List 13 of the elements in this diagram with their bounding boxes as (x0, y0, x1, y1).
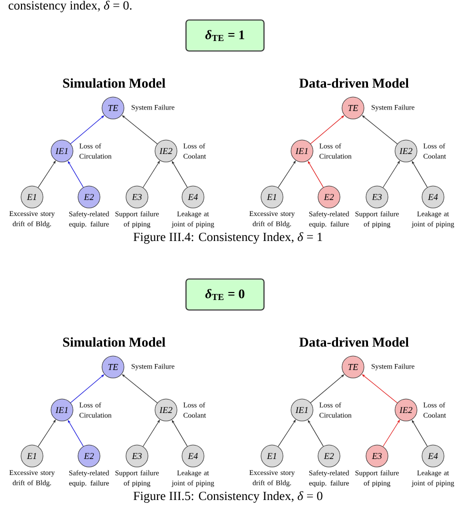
body-text: consistency index, δ = 0. (8, 0, 132, 12)
heading: Simulation Model (63, 337, 166, 347)
result-box: δ$_{TE}$ = 0 (185, 278, 265, 311)
figure-caption: Figure III.4: Consistency Index, δ = 1 (134, 232, 322, 244)
arrow (382, 160, 400, 188)
result-box: δ$_{TE}$ = 1 (185, 19, 265, 52)
heading: Data-driven Model (299, 337, 409, 347)
heading: Simulation Model (63, 78, 166, 88)
heading: Data-driven Model (299, 78, 409, 88)
arrow (142, 420, 160, 447)
arrow (382, 420, 400, 447)
arrow (142, 160, 160, 188)
figure-caption: Figure III.5: Consistency Index, δ = 0 (134, 491, 322, 503)
